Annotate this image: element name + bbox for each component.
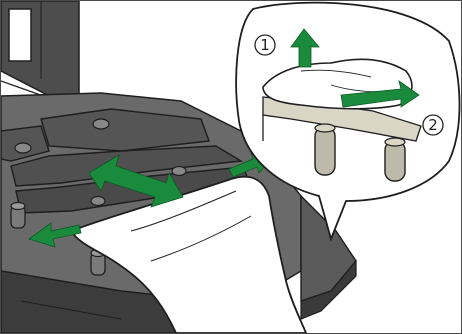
step-2-callout: 2 xyxy=(423,115,443,135)
window-panel xyxy=(9,9,31,61)
step-1-label: 1 xyxy=(260,36,270,54)
step-2-label: 2 xyxy=(428,116,438,134)
step-1-callout: 1 xyxy=(255,35,275,55)
